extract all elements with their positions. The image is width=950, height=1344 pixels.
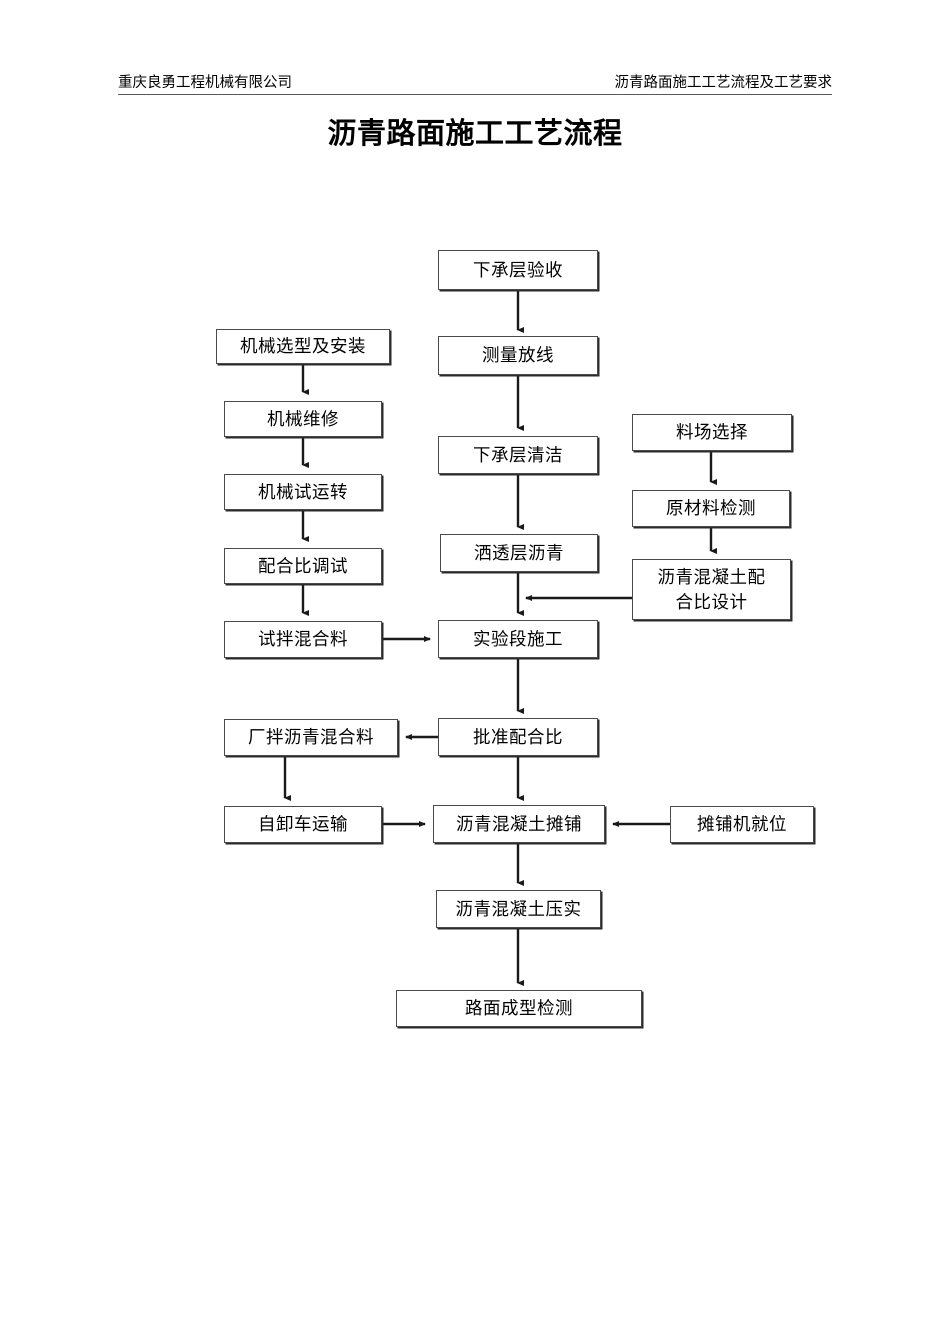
flow-node-tanpuji-jiuwei[interactable]: 摊铺机就位 (670, 806, 814, 843)
header-company-name: 重庆良勇工程机械有限公司 (118, 75, 292, 91)
flow-node-label-line2: 合比设计 (675, 591, 748, 612)
flow-node-shiyanduan-shigong[interactable]: 实验段施工 (438, 620, 598, 658)
flow-node-satouceng-liqing[interactable]: 洒透层沥青 (440, 534, 598, 572)
flow-node-label: 原材料检测 (666, 498, 756, 518)
flow-node-pizhun-peihebi[interactable]: 批准配合比 (438, 718, 598, 756)
flow-node-label: 试拌混合料 (258, 629, 348, 649)
flow-node-liqing-hunningtu-peihebi-sheji[interactable]: 沥青混凝土配 合比设计 (632, 559, 791, 620)
flow-node-label: 摊铺机就位 (697, 814, 787, 834)
flow-node-yuancailiao-jiance[interactable]: 原材料检测 (632, 490, 790, 527)
header-document-subject: 沥青路面施工工艺流程及工艺要求 (614, 75, 833, 91)
flow-node-label: 配合比调试 (258, 555, 348, 576)
flow-node-label: 洒透层沥青 (474, 542, 564, 563)
flow-node-jixie-shiyunzhuan[interactable]: 机械试运转 (224, 474, 382, 510)
flow-node-xiachengceng-qingjie[interactable]: 下承层清洁 (438, 436, 598, 474)
flow-node-label: 沥青混凝土摊铺 (456, 813, 582, 834)
flow-node-xiachengceng-yanshou[interactable]: 下承层验收 (438, 250, 598, 290)
flow-node-label: 路面成型检测 (465, 998, 573, 1018)
flow-node-label: 自卸车运输 (258, 814, 348, 834)
flow-node-jixie-weixiu[interactable]: 机械维修 (224, 401, 382, 437)
flow-node-label: 厂拌沥青混合料 (248, 727, 374, 747)
page-title: 沥青路面施工工艺流程 (327, 116, 623, 150)
flow-node-label: 沥青混凝土压实 (455, 898, 582, 919)
flow-node-celiang-fangxian[interactable]: 测量放线 (438, 336, 598, 375)
flow-node-liqing-hunningtu-tanpu[interactable]: 沥青混凝土摊铺 (433, 805, 605, 843)
flow-node-jixie-xuanxing-anzhuang[interactable]: 机械选型及安装 (216, 329, 390, 364)
flow-node-label: 测量放线 (482, 345, 554, 365)
flow-node-liaochang-xuanze[interactable]: 料场选择 (632, 414, 792, 451)
flow-node-peihebi-tiaoshi[interactable]: 配合比调试 (224, 548, 382, 584)
flow-node-label: 机械选型及安装 (240, 336, 366, 356)
flow-node-label: 实验段施工 (473, 628, 563, 649)
flow-node-label: 机械试运转 (258, 481, 348, 502)
flow-node-changban-liqing-hunheliao[interactable]: 厂拌沥青混合料 (224, 719, 398, 756)
flow-node-lumian-chengxing-jiance[interactable]: 路面成型检测 (396, 990, 642, 1027)
flow-node-label: 批准配合比 (473, 726, 563, 747)
flow-node-label: 下承层验收 (473, 259, 563, 280)
flow-node-zixiech-yunshu[interactable]: 自卸车运输 (224, 806, 382, 843)
flow-node-label-line1: 沥青混凝土配 (657, 566, 766, 587)
flow-node-label: 料场选择 (676, 422, 748, 442)
page-header: 重庆良勇工程机械有限公司 沥青路面施工工艺流程及工艺要求 (118, 68, 832, 95)
flow-node-label: 机械维修 (267, 408, 339, 429)
flow-node-liqing-hunningtu-yashi[interactable]: 沥青混凝土压实 (436, 890, 601, 928)
flow-node-shiban-hunheliao[interactable]: 试拌混合料 (224, 621, 382, 658)
flow-node-label: 下承层清洁 (473, 444, 563, 465)
